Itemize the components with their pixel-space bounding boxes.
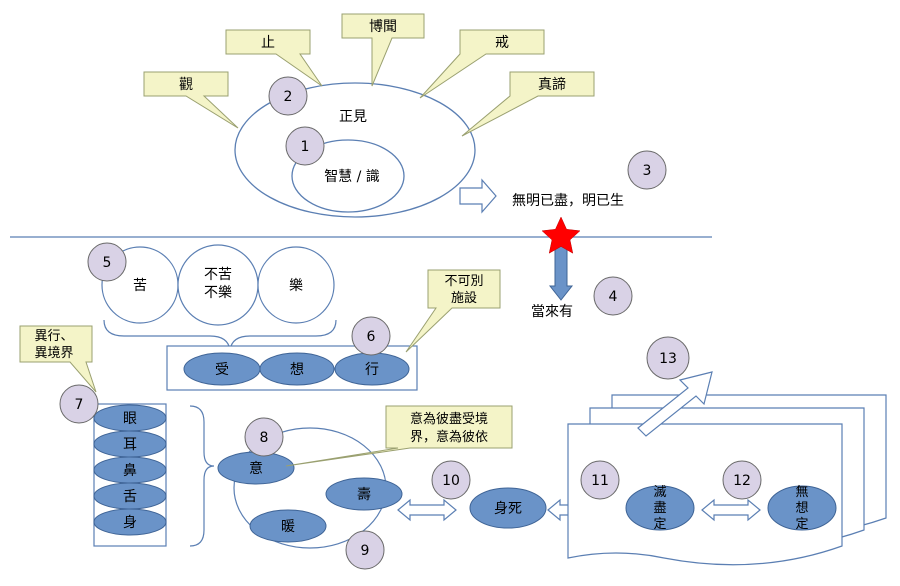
svg-text:意為彼盡受境: 意為彼盡受境 — [410, 411, 488, 427]
badge-12: 12 — [722, 460, 762, 500]
svg-text:7: 7 — [75, 397, 84, 413]
svg-text:眼: 眼 — [123, 411, 137, 427]
callout-zhendi: 真諦 — [461, 71, 595, 137]
no-perception-samadhi — [767, 485, 837, 531]
svg-text:止: 止 — [261, 35, 275, 51]
red-star — [541, 216, 581, 254]
badge-1: 1 — [285, 126, 325, 166]
svg-text:苦: 苦 — [133, 278, 147, 294]
body-death — [469, 487, 547, 529]
svg-text:樂: 樂 — [289, 277, 303, 294]
badge-7: 7 — [59, 384, 99, 424]
up-right-arrow — [637, 371, 713, 437]
svg-text:界，意為彼依: 界，意為彼依 — [410, 429, 488, 445]
life-shou — [325, 477, 403, 511]
svg-text:定: 定 — [653, 517, 666, 532]
svg-text:身死: 身死 — [494, 501, 522, 517]
svg-text:1: 1 — [301, 139, 310, 155]
svg-text:11: 11 — [591, 473, 609, 489]
badge-2: 2 — [268, 76, 308, 116]
callout-bukebie: 不可別 施設 — [405, 269, 501, 353]
svg-text:不可別: 不可別 — [444, 274, 483, 289]
document-front — [567, 423, 843, 566]
ignorance-exhausted-label: 無明已盡，明已生 — [512, 193, 624, 209]
svg-text:8: 8 — [260, 430, 269, 446]
callout-jie: 戒 — [419, 29, 545, 99]
future-existence-label: 當來有 — [531, 304, 573, 320]
svg-text:博聞: 博聞 — [369, 18, 397, 35]
aggregate-xiang — [259, 352, 335, 386]
svg-text:行: 行 — [365, 362, 379, 378]
svg-text:2: 2 — [284, 89, 293, 105]
svg-text:受: 受 — [215, 362, 229, 378]
badge-3: 3 — [627, 150, 667, 190]
badge-4: 4 — [593, 276, 633, 316]
badge-11: 11 — [580, 460, 620, 500]
callout-zhi: 止 — [225, 29, 323, 87]
svg-text:滅: 滅 — [653, 485, 666, 500]
svg-text:4: 4 — [609, 289, 618, 305]
svg-text:觀: 觀 — [179, 77, 193, 93]
badge-6: 6 — [351, 316, 391, 356]
wisdom-label: 智慧 / 識 — [324, 169, 380, 185]
svg-text:想: 想 — [795, 500, 808, 516]
svg-text:意: 意 — [249, 460, 263, 477]
callout-guan: 觀 — [143, 71, 239, 129]
svg-text:暖: 暖 — [281, 519, 295, 535]
svg-text:10: 10 — [442, 473, 460, 489]
svg-text:鼻: 鼻 — [123, 462, 137, 479]
badge-5: 5 — [87, 242, 127, 282]
callout-yi: 意為彼盡受境 界，意為彼依 — [285, 405, 513, 467]
svg-text:異行、: 異行、 — [34, 329, 73, 344]
svg-text:戒: 戒 — [495, 35, 509, 51]
svg-text:定: 定 — [795, 517, 808, 532]
badge-10: 10 — [431, 460, 471, 500]
badge-13: 13 — [646, 336, 690, 380]
svg-text:無: 無 — [795, 485, 808, 500]
svg-text:異境界: 異境界 — [34, 346, 73, 361]
svg-text:施設: 施設 — [451, 290, 477, 306]
svg-text:壽: 壽 — [357, 487, 371, 503]
svg-text:耳: 耳 — [123, 437, 137, 453]
svg-text:13: 13 — [659, 351, 677, 367]
svg-text:12: 12 — [733, 473, 751, 489]
right-arrow — [459, 178, 497, 214]
svg-text:身: 身 — [123, 515, 137, 531]
double-arrow-left — [397, 498, 457, 522]
svg-text:不苦: 不苦 — [204, 267, 232, 283]
svg-text:盡: 盡 — [653, 501, 666, 516]
svg-text:想: 想 — [290, 362, 304, 378]
svg-text:真諦: 真諦 — [538, 76, 566, 93]
double-arrow-cessation — [701, 498, 761, 522]
feeling-circle-le — [257, 246, 335, 324]
svg-text:6: 6 — [367, 329, 376, 345]
sense-body — [93, 508, 167, 536]
warmth-nuan — [249, 509, 327, 543]
svg-text:不樂: 不樂 — [204, 284, 232, 301]
svg-text:9: 9 — [361, 543, 370, 559]
right-view-label: 正見 — [339, 109, 367, 125]
cessation-samadhi — [625, 485, 695, 531]
brace-senses — [189, 405, 215, 547]
svg-text:5: 5 — [103, 255, 112, 271]
callout-yixing: 異行、 異境界 — [19, 325, 97, 393]
svg-text:舌: 舌 — [123, 489, 137, 505]
badge-9: 9 — [345, 530, 385, 570]
callout-bowen: 博聞 — [341, 13, 425, 87]
badge-8: 8 — [244, 417, 284, 457]
svg-text:3: 3 — [643, 163, 652, 179]
